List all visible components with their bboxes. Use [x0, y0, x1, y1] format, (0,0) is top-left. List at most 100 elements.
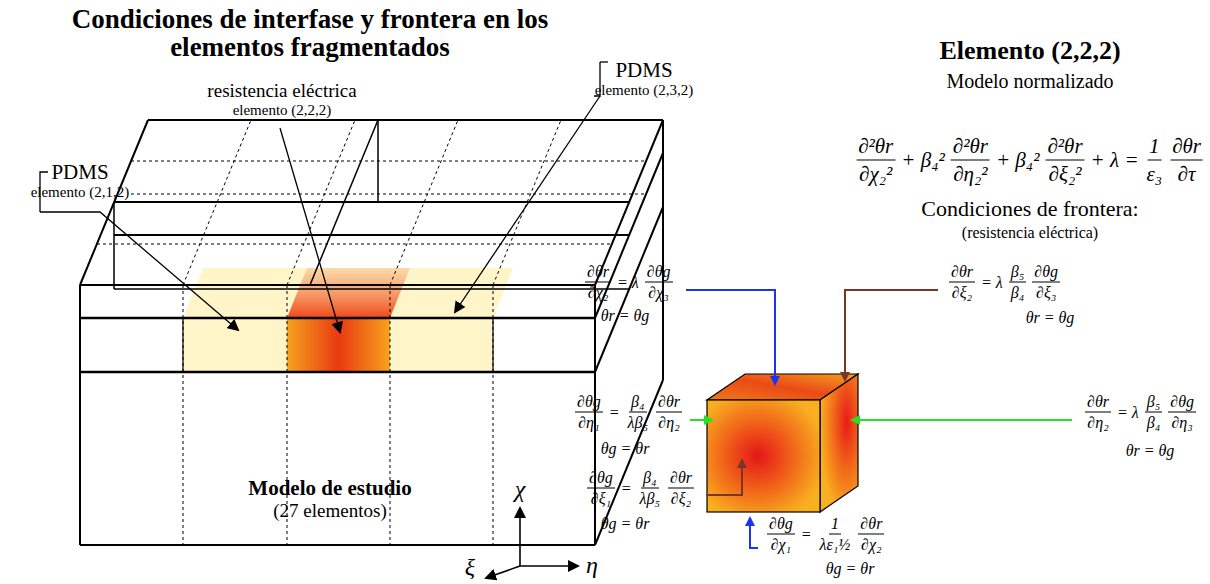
fraction-numerator: ∂θg	[767, 515, 795, 535]
fraction-numerator: β₄	[629, 393, 647, 413]
math-operator: + β₄²	[996, 148, 1039, 173]
label-box: elemento (2,1,2)	[31, 184, 130, 201]
fraction-denominator: λβ₅	[638, 489, 662, 508]
fraction: ∂θr∂ξ₂	[949, 263, 975, 302]
part-label: PDMS	[615, 58, 672, 82]
interface-condition: θr = θg	[1126, 442, 1175, 459]
fraction: β₄λβ₅	[638, 469, 662, 508]
interface-condition: θg = θr	[601, 515, 650, 532]
interface-condition: θg = θr	[826, 560, 875, 577]
fraction-denominator: ∂χ₃	[646, 283, 671, 302]
boundary-arrows	[686, 290, 1072, 548]
label-box: η	[586, 552, 598, 580]
fraction-numerator: 1	[829, 515, 841, 535]
fraction-numerator: β₅	[1145, 393, 1163, 413]
fraction-numerator: ∂θg	[587, 469, 615, 489]
fraction: 1λε₁½	[818, 515, 853, 554]
part-label: PDMS	[51, 160, 108, 184]
label-box: θr = θg	[1026, 309, 1075, 327]
fraction-numerator: ∂θr	[949, 263, 975, 283]
math-operator: + λ =	[1091, 148, 1139, 173]
math-operator: = λ	[617, 273, 639, 291]
label-box: θg = θr	[826, 560, 875, 578]
fraction-denominator: ε₃	[1145, 161, 1165, 187]
fraction-numerator: ∂θr	[1085, 393, 1111, 413]
axis-label: η	[586, 552, 598, 578]
fraction: ∂θg∂ξ₃	[1032, 263, 1060, 302]
math-operator: =	[621, 479, 632, 497]
element-cube	[707, 374, 858, 512]
math-operator: + β₄²	[901, 148, 944, 173]
fraction: ∂θg∂ξ₁	[587, 469, 615, 508]
element-label: elemento (2,3,2)	[595, 82, 694, 98]
fraction-denominator: ∂ξ₂²	[1047, 161, 1084, 187]
label-box: Elemento (2,2,2)	[939, 36, 1120, 66]
fraction-numerator: ∂θr	[585, 263, 611, 283]
model-wireframe	[80, 120, 663, 545]
fraction-numerator: ∂θg	[645, 263, 673, 283]
fraction-denominator: ∂ξ₁	[589, 489, 613, 508]
fraction-numerator: ∂²θr	[951, 134, 990, 161]
label-box: Modelo normalizado	[946, 70, 1113, 93]
fraction-denominator: ∂ξ₂	[669, 489, 693, 508]
label-box: elemento (2,3,2)	[595, 82, 694, 99]
fraction: ∂θg∂χ₁	[767, 515, 795, 554]
boundary-condition: ∂θg∂χ₁=1λε₁½∂θr∂χ₂	[764, 515, 887, 554]
fraction-numerator: ∂θr	[668, 469, 694, 489]
label-box: θr = θg	[1126, 442, 1175, 460]
fraction-denominator: λβ₅	[626, 413, 650, 432]
fraction-denominator: β₄	[1145, 413, 1163, 432]
fraction-numerator: ∂θg	[575, 393, 603, 413]
axis-label: χ	[515, 476, 526, 502]
fraction-denominator: ∂η₂	[1085, 413, 1110, 432]
math-operator: = λ	[981, 273, 1003, 291]
fraction-denominator: ∂τ	[1176, 161, 1198, 187]
element-label: elemento (2,1,2)	[31, 184, 130, 200]
math-operator: =	[609, 403, 620, 421]
fraction-denominator: ∂χ₂²	[857, 161, 894, 187]
fraction-numerator: ∂θr	[1170, 134, 1203, 161]
label-box: (27 elementos)	[273, 500, 386, 522]
axis-label: ξ	[465, 554, 475, 580]
fraction: ∂θr∂η₂	[1085, 393, 1111, 432]
fraction-numerator: β₄	[641, 469, 659, 489]
governing-equation: ∂²θr∂χ₂²+ β₄²∂²θr∂η₂²+ β₄²∂²θr∂ξ₂²+ λ =1…	[853, 134, 1206, 187]
fraction: ∂θr∂τ	[1170, 134, 1203, 187]
fraction: ∂θr∂ξ₂	[668, 469, 694, 508]
fraction-numerator: 1	[1147, 134, 1162, 161]
fraction-denominator: λε₁½	[818, 535, 853, 554]
fraction: ∂²θr∂η₂²	[951, 134, 990, 187]
fraction: β₄λβ₅	[626, 393, 650, 432]
label-box: Modelo de estudio	[248, 476, 411, 500]
interface-condition: θr = θg	[1026, 309, 1075, 326]
fraction-denominator: ∂χ₂	[859, 535, 884, 554]
fraction: ∂θg∂η₁	[575, 393, 603, 432]
figure-title: Condiciones de interfase y frontera en l…	[20, 6, 600, 61]
fraction-denominator: ∂η₂²	[951, 161, 989, 187]
fraction-denominator: ∂χ₁	[769, 535, 794, 554]
fraction-denominator: ∂η₃	[1169, 413, 1194, 432]
label-box: θg = θr	[601, 515, 650, 533]
fraction: ∂²θr∂ξ₂²	[1045, 134, 1084, 187]
element-fills	[183, 268, 513, 372]
label-box: χ	[515, 476, 526, 504]
section-heading: Elemento (2,2,2)	[939, 36, 1120, 65]
label-box: elemento (2,2,2)	[233, 102, 332, 119]
label-box: θr = θg	[601, 307, 650, 325]
fraction: ∂θr∂χ₂	[858, 515, 884, 554]
label-box: PDMS	[615, 58, 672, 82]
fraction-numerator: ∂θr	[858, 515, 884, 535]
fraction-denominator: ∂ξ₃	[1034, 283, 1058, 302]
fraction: ∂θr∂χ₂	[585, 263, 611, 302]
fraction: β₅β₄	[1009, 263, 1027, 302]
label-box: resistencia eléctrica	[207, 80, 356, 102]
fraction-numerator: β₅	[1009, 263, 1027, 283]
math-operator: =	[801, 525, 812, 543]
label-box: (resistencia eléctrica)	[962, 224, 1098, 242]
section-subheading: Modelo normalizado	[946, 70, 1113, 92]
fraction-denominator: ∂η₂	[656, 413, 681, 432]
fraction-denominator: ∂η₁	[576, 413, 601, 432]
fraction-numerator: ∂θr	[656, 393, 682, 413]
math-operator: = λ	[1117, 403, 1139, 421]
